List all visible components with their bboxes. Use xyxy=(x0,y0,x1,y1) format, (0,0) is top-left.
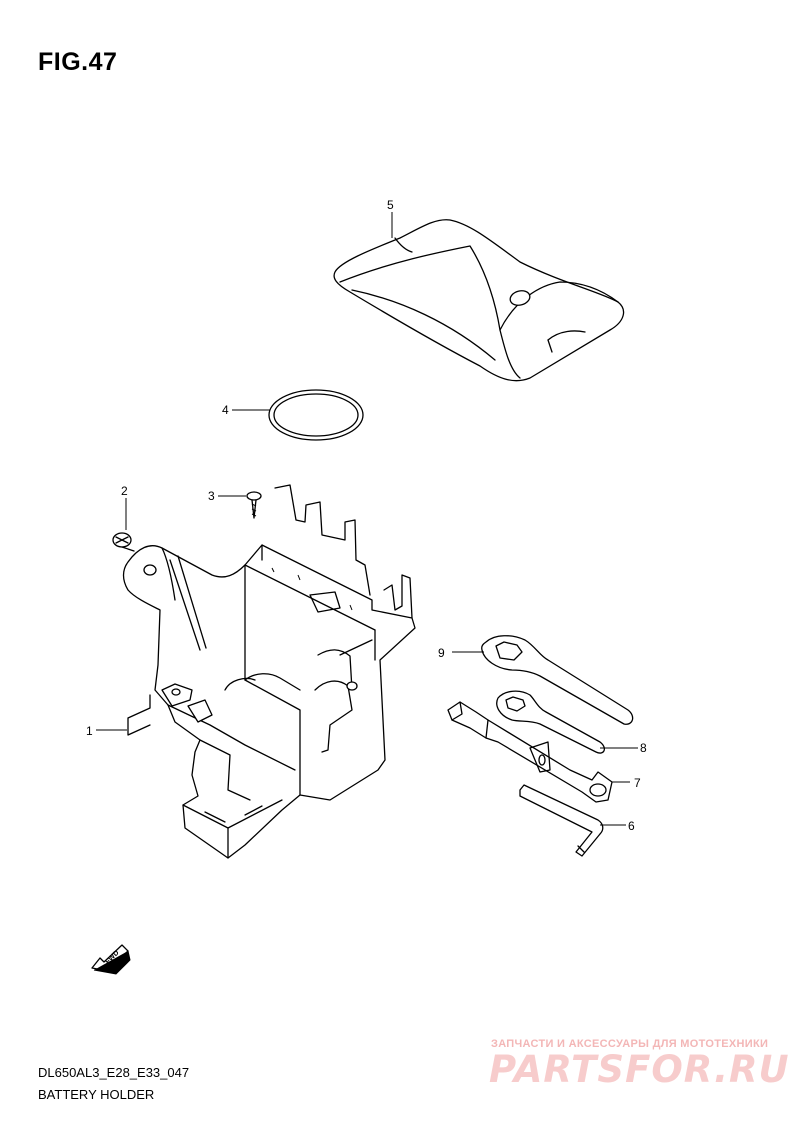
bolt xyxy=(112,532,135,552)
tool-bag xyxy=(333,219,625,382)
callout-4: 4 xyxy=(222,403,229,417)
hex-key xyxy=(519,784,604,857)
callout-8: 8 xyxy=(640,741,647,755)
screw xyxy=(246,491,262,519)
leader-lines xyxy=(96,212,638,826)
watermark-tagline: ЗАПЧАСТИ И АКСЕССУАРЫ ДЛЯ МОТОТЕХНИКИ xyxy=(491,1038,769,1050)
wrench-large xyxy=(481,635,634,725)
callout-6: 6 xyxy=(628,819,635,833)
callout-5: 5 xyxy=(387,198,394,212)
wrench-small xyxy=(496,690,605,754)
callout-3: 3 xyxy=(208,489,215,503)
callout-9: 9 xyxy=(438,646,445,660)
figure-title: FIG.47 xyxy=(38,48,118,76)
watermark-logo: PARTSFOR.RU xyxy=(489,1048,790,1091)
battery-band xyxy=(268,389,364,441)
model-code: DL650AL3_E28_E33_047 xyxy=(38,1065,190,1080)
section-name: BATTERY HOLDER xyxy=(38,1087,155,1102)
callout-1: 1 xyxy=(86,724,93,738)
box-spanner xyxy=(447,701,613,803)
callout-2: 2 xyxy=(121,484,128,498)
battery-holder xyxy=(122,484,416,859)
forward-arrow-icon: FWD xyxy=(91,944,131,975)
callout-7: 7 xyxy=(634,776,641,790)
